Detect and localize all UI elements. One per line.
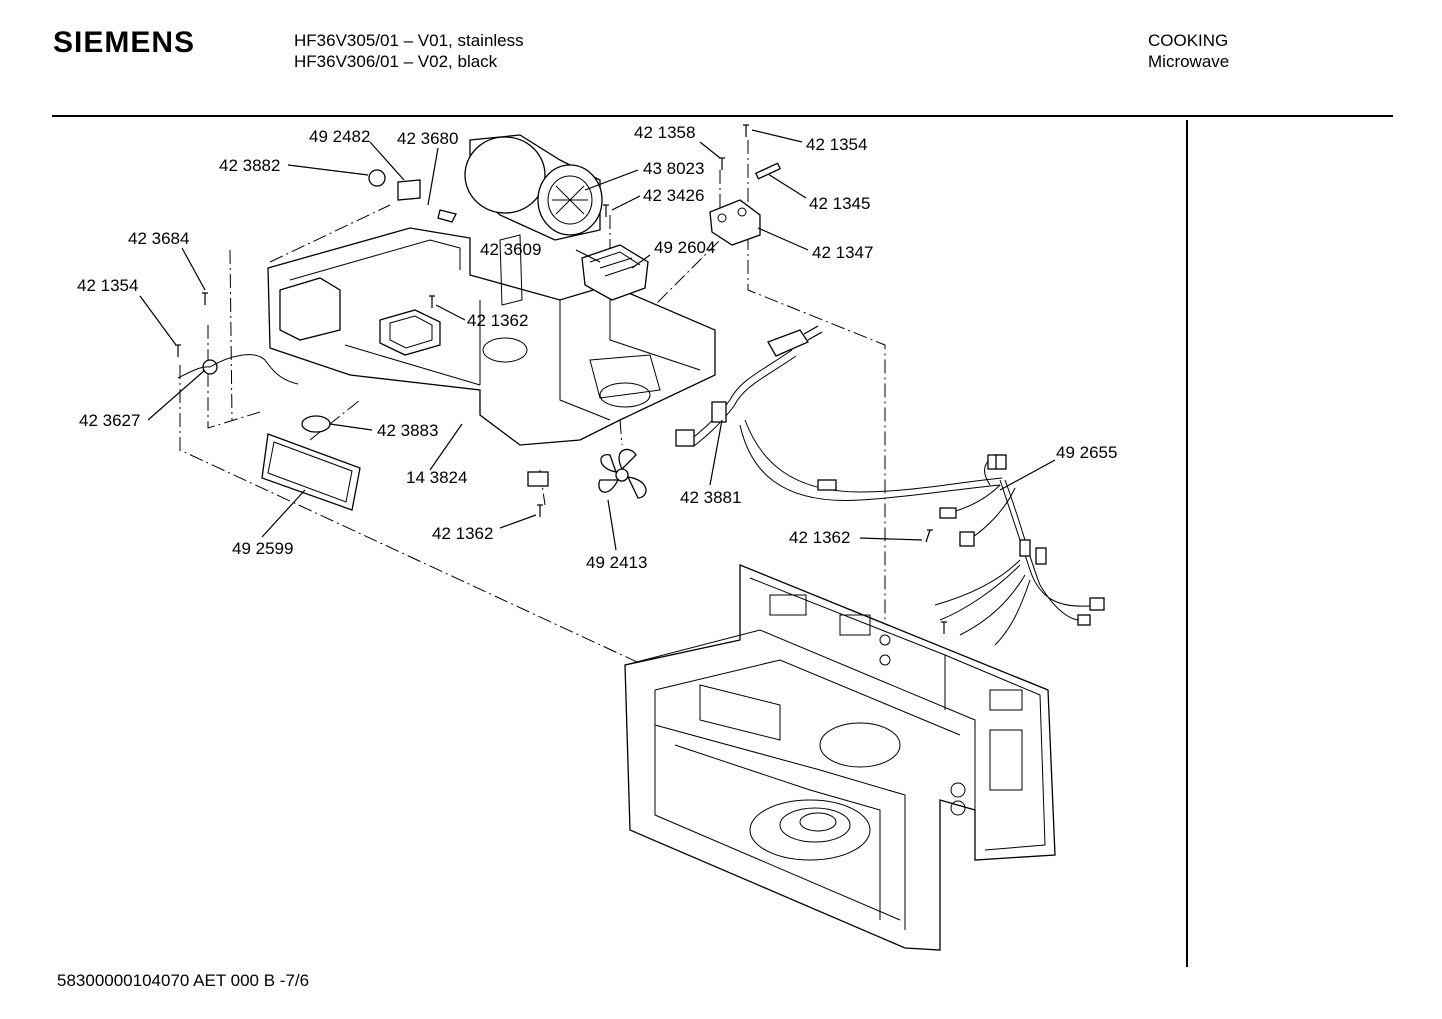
- thermostat-wire: [177, 354, 299, 385]
- oven-cavity-chassis: [624, 564, 1056, 951]
- part-label: 42 3684: [128, 229, 189, 248]
- leader-lines: [139, 129, 1056, 551]
- part-label: 49 2604: [654, 238, 715, 257]
- document-number: 58300000104070 AET 000 B -7/6: [57, 971, 310, 990]
- part-label: 42 1358: [634, 123, 695, 142]
- thermostat: [301, 415, 331, 433]
- lamp-socket: [368, 169, 457, 223]
- fan-blade: [598, 448, 647, 499]
- light-cover: [261, 433, 361, 511]
- part-label: 49 2655: [1056, 443, 1117, 462]
- part-label: 42 3609: [480, 240, 541, 259]
- part-label: 42 1362: [789, 528, 850, 547]
- part-label: 49 2413: [586, 553, 647, 572]
- blower-fan-assembly: [464, 134, 603, 241]
- part-labels: 49 2482 42 3680 42 1358 42 1354 42 3882 …: [77, 123, 1117, 572]
- terminal-block: [709, 162, 782, 246]
- part-label: 42 1354: [77, 276, 138, 295]
- part-label: 42 3627: [79, 411, 140, 430]
- part-label: 42 1345: [809, 194, 870, 213]
- brand-logo: SIEMENS: [53, 26, 196, 59]
- part-label: 49 2599: [232, 539, 293, 558]
- clip: [527, 471, 549, 487]
- part-label: 42 1362: [467, 311, 528, 330]
- model-line-2: HF36V306/01 – V02, black: [294, 52, 498, 71]
- category-label: COOKING: [1148, 31, 1229, 50]
- part-label: 49 2482: [309, 127, 370, 146]
- part-label: 42 1354: [806, 135, 867, 154]
- power-cord: [675, 325, 823, 447]
- air-guide-housing: [267, 227, 716, 446]
- part-label: 42 3883: [377, 421, 438, 440]
- part-label: 42 3426: [643, 186, 704, 205]
- blower-motor: [581, 244, 649, 301]
- model-line-1: HF36V305/01 – V01, stainless: [294, 31, 524, 50]
- part-label: 42 3881: [680, 488, 741, 507]
- subcategory-label: Microwave: [1148, 52, 1230, 71]
- wiring-harness: [739, 419, 1105, 646]
- part-label: 42 3882: [219, 156, 280, 175]
- part-label: 42 1347: [812, 243, 873, 262]
- part-label: 42 1362: [432, 524, 493, 543]
- part-label: 42 3680: [397, 129, 458, 148]
- part-label: 43 8023: [643, 159, 704, 178]
- part-label: 14 3824: [406, 468, 467, 487]
